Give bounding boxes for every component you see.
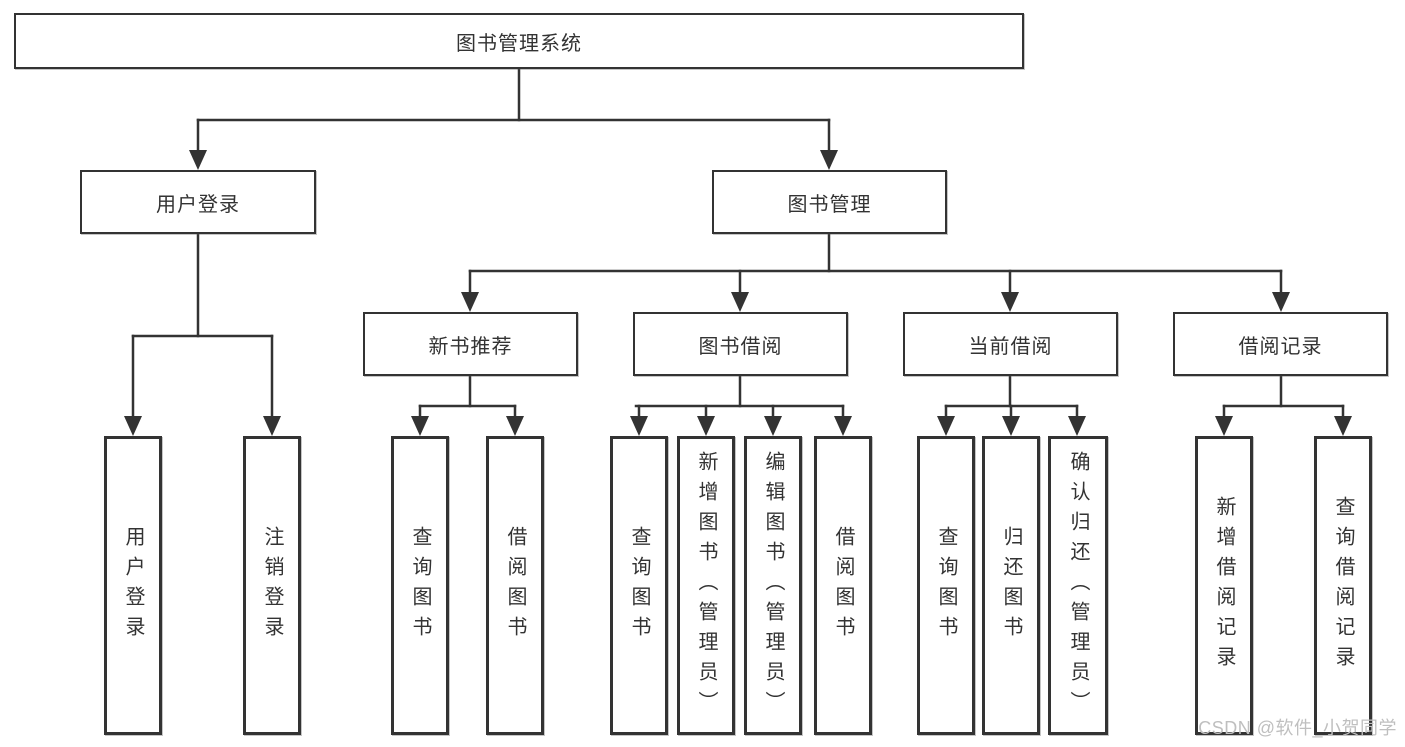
node-library-system: 图书管理系统 (14, 13, 1024, 69)
leaf-borrow-books-borrowing-label: 借阅图书 (832, 525, 854, 646)
leaf-query-books-current: 查询图书 (917, 436, 975, 735)
leaf-return-books-label: 归还图书 (1000, 525, 1022, 646)
arrowhead-icon (1215, 416, 1233, 436)
node-new-book-recommend-label: 新书推荐 (428, 335, 513, 358)
node-user-login: 用户登录 (80, 170, 316, 234)
leaf-logout: 注销登录 (243, 436, 301, 735)
leaf-add-book-admin: 新增图书（管理员） (677, 436, 735, 735)
node-book-management-label: 图书管理 (787, 193, 872, 216)
arrowhead-icon (263, 416, 281, 436)
leaf-query-borrow-record-label: 查询借阅记录 (1332, 495, 1354, 676)
node-current-borrowing-label: 当前借阅 (968, 335, 1053, 358)
arrowhead-icon (1068, 416, 1086, 436)
leaf-confirm-return-admin: 确认归还（管理员） (1048, 436, 1108, 735)
leaf-return-books: 归还图书 (982, 436, 1040, 735)
arrowhead-icon (1334, 416, 1352, 436)
arrowhead-icon (630, 416, 648, 436)
node-book-borrowing: 图书借阅 (633, 312, 848, 376)
leaf-edit-book-admin-label: 编辑图书（管理员） (762, 450, 784, 721)
leaf-query-books-borrowing-label: 查询图书 (628, 525, 650, 646)
leaf-add-borrow-record: 新增借阅记录 (1195, 436, 1253, 735)
node-current-borrowing: 当前借阅 (903, 312, 1118, 376)
leaf-borrow-books-recommend: 借阅图书 (486, 436, 544, 735)
leaf-borrow-books-recommend-label: 借阅图书 (504, 525, 526, 646)
arrowhead-icon (834, 416, 852, 436)
arrowhead-icon (189, 150, 207, 170)
leaf-user-login-label: 用户登录 (122, 525, 144, 646)
leaf-user-login: 用户登录 (104, 436, 162, 735)
leaf-confirm-return-admin-label: 确认归还（管理员） (1067, 450, 1089, 721)
arrowhead-icon (764, 416, 782, 436)
leaf-add-book-admin-label: 新增图书（管理员） (695, 450, 717, 721)
node-book-management: 图书管理 (712, 170, 947, 234)
leaf-query-books-current-label: 查询图书 (935, 525, 957, 646)
arrowhead-icon (411, 416, 429, 436)
arrowhead-icon (506, 416, 524, 436)
node-book-borrowing-label: 图书借阅 (698, 335, 783, 358)
node-borrowing-records-label: 借阅记录 (1238, 335, 1323, 358)
node-borrowing-records: 借阅记录 (1173, 312, 1388, 376)
arrowhead-icon (697, 416, 715, 436)
arrowhead-icon (1272, 292, 1290, 312)
node-library-system-label: 图书管理系统 (456, 32, 582, 55)
arrowhead-icon (124, 416, 142, 436)
leaf-query-books-recommend: 查询图书 (391, 436, 449, 735)
arrowhead-icon (1001, 292, 1019, 312)
csdn-watermark: CSDN @软件_小贺同学 (1198, 718, 1397, 738)
leaf-logout-label: 注销登录 (261, 525, 283, 646)
leaf-edit-book-admin: 编辑图书（管理员） (744, 436, 802, 735)
arrowhead-icon (1002, 416, 1020, 436)
arrowhead-icon (461, 292, 479, 312)
leaf-add-borrow-record-label: 新增借阅记录 (1213, 495, 1235, 676)
arrowhead-icon (731, 292, 749, 312)
node-new-book-recommend: 新书推荐 (363, 312, 578, 376)
arrowhead-icon (937, 416, 955, 436)
arrowhead-icon (820, 150, 838, 170)
leaf-query-books-recommend-label: 查询图书 (409, 525, 431, 646)
leaf-query-books-borrowing: 查询图书 (610, 436, 668, 735)
leaf-borrow-books-borrowing: 借阅图书 (814, 436, 872, 735)
node-user-login-label: 用户登录 (156, 193, 240, 216)
leaf-query-borrow-record: 查询借阅记录 (1314, 436, 1372, 735)
